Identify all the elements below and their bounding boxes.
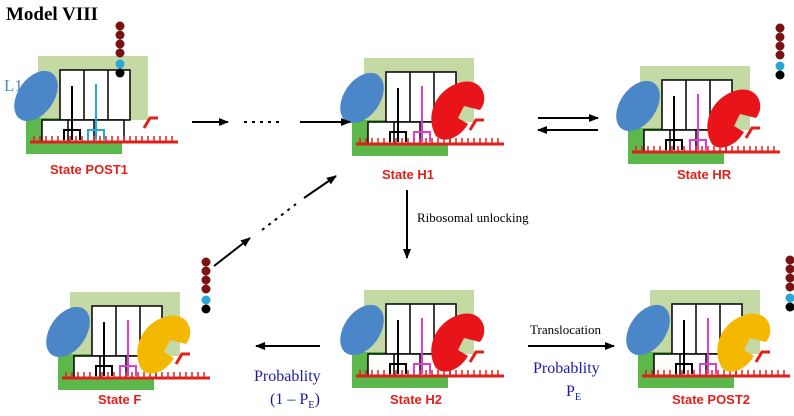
ef-g-red <box>707 89 761 148</box>
terminal-bead <box>785 302 794 312</box>
state-post2-label: State POST2 <box>672 392 751 407</box>
ef-g-red <box>431 313 485 372</box>
ribosome-h1 <box>340 23 785 156</box>
linker-bead <box>785 293 794 303</box>
ribosome-post2 <box>626 290 790 388</box>
peptide-bead <box>115 21 125 31</box>
l1-stalk <box>616 80 660 132</box>
l1-stalk <box>46 306 90 358</box>
peptide-bead <box>201 275 211 285</box>
peptide-bead <box>775 23 785 33</box>
terminal-bead <box>115 68 125 78</box>
l1-stalk <box>14 70 58 122</box>
peptide-bead <box>115 30 125 40</box>
peptide-bead <box>785 255 794 265</box>
peptide-bead <box>115 39 125 49</box>
terminal-bead <box>775 70 785 80</box>
unlocking-label: Ribosomal unlocking <box>417 210 529 225</box>
ribosome-f <box>46 257 211 390</box>
peptide-bead <box>785 282 794 292</box>
state-hr-label: State HR <box>677 167 732 182</box>
arrow-f-to-dots <box>213 237 251 267</box>
model-title: Model VIII <box>6 4 99 25</box>
probability-f-value: (1 – PE) <box>270 391 320 412</box>
linker-bead <box>201 295 211 305</box>
peptide-bead <box>201 266 211 276</box>
ef-g-yellow <box>717 313 771 372</box>
probability-post2-value: PE <box>566 383 582 404</box>
peptide-bead <box>775 41 785 51</box>
linker-bead <box>115 59 125 69</box>
peptide-bead <box>775 32 785 42</box>
peptide-bead <box>785 264 794 274</box>
ribosome-hr <box>616 66 780 164</box>
state-f-label: State F <box>98 392 142 407</box>
l1-stalk <box>340 304 384 356</box>
ribosome-h2 <box>340 255 794 388</box>
terminal-bead <box>201 304 211 314</box>
ef-g-red <box>431 81 485 140</box>
peptide-bead <box>201 257 211 267</box>
dots-f-h1 <box>261 203 297 231</box>
probability-post2-label: Probablity <box>533 360 600 377</box>
state-h1-label: State H1 <box>382 167 435 182</box>
linker-bead <box>775 61 785 71</box>
state-h2-label: State H2 <box>390 392 443 407</box>
peptide-bead <box>785 273 794 283</box>
l1-stalk-label: L1 <box>4 76 23 95</box>
peptide-bead <box>775 50 785 60</box>
peptide-bead <box>115 48 125 58</box>
l1-stalk <box>626 304 670 356</box>
peptide-bead <box>201 284 211 294</box>
probability-f-label: Probablity <box>254 368 321 385</box>
translocation-label: Translocation <box>530 322 602 337</box>
ribosome-post1 <box>14 21 178 154</box>
state-post1-label: State POST1 <box>50 162 129 177</box>
l1-stalk <box>340 72 384 124</box>
ef-g-yellow <box>137 315 191 374</box>
arrow-dots-to-h1 <box>303 175 337 199</box>
